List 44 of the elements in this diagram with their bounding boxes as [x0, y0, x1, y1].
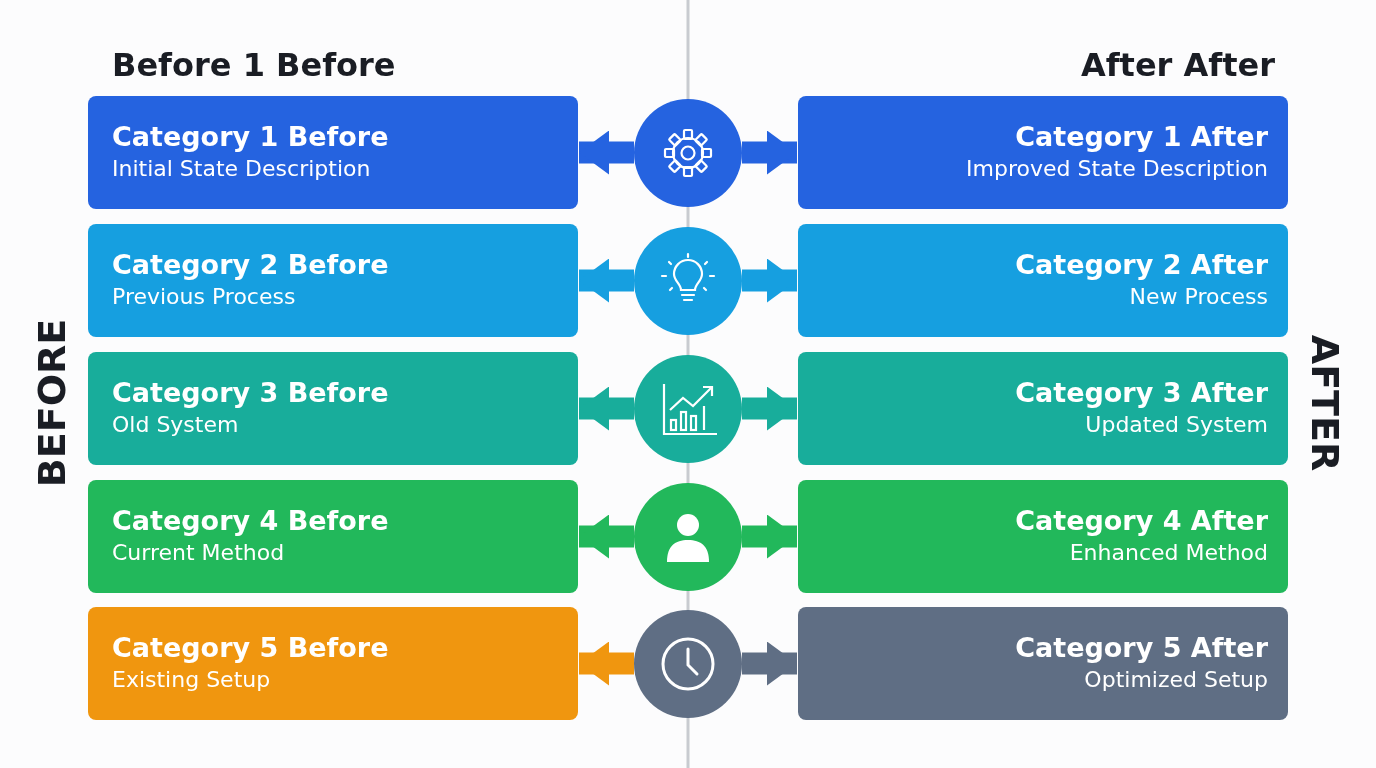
category-card	[88, 224, 578, 337]
card-description: Existing Setup	[112, 665, 272, 694]
card-title: Category 5 Before	[112, 631, 390, 665]
category-card	[88, 352, 578, 465]
card-title: Category 2 Before	[112, 248, 390, 282]
category-card	[798, 224, 1288, 337]
side-label: AFTER	[1302, 334, 1347, 472]
card-description: Current Method	[112, 538, 286, 567]
card-title: Category 4 Before	[112, 504, 390, 538]
arrow	[742, 386, 797, 431]
category-card	[798, 352, 1288, 465]
card-title: Category 1 After	[1015, 120, 1268, 154]
arrow	[579, 130, 634, 175]
card-description: Initial State Description	[112, 154, 372, 183]
arrow	[579, 514, 634, 559]
card-description: New Process	[1129, 282, 1268, 311]
category-card	[798, 607, 1288, 720]
arrow	[579, 641, 634, 686]
arrow	[742, 514, 797, 559]
arrow	[742, 130, 797, 175]
side-label: BEFORE	[30, 318, 75, 488]
card-title: Category 4 After	[1015, 504, 1268, 538]
column-heading: Before 1 Before	[112, 46, 396, 84]
card-title: Category 3 After	[1015, 376, 1268, 410]
card-description: Old System	[112, 410, 240, 439]
card-description: Enhanced Method	[1069, 538, 1268, 567]
category-card	[798, 96, 1288, 209]
card-title: Category 5 After	[1015, 631, 1268, 665]
card-description: Updated System	[1085, 410, 1268, 439]
column-heading: After After	[1080, 46, 1275, 84]
card-description: Previous Process	[112, 282, 297, 311]
category-card	[88, 607, 578, 720]
arrow	[742, 258, 797, 303]
category-card	[88, 96, 578, 209]
card-title: Category 2 After	[1015, 248, 1268, 282]
arrow	[579, 258, 634, 303]
card-description: Optimized Setup	[1084, 665, 1268, 694]
arrow	[742, 641, 797, 686]
arrow	[579, 386, 634, 431]
category-card	[798, 480, 1288, 593]
card-description: Improved State Description	[966, 154, 1268, 183]
category-card	[88, 480, 578, 593]
card-title: Category 3 Before	[112, 376, 390, 410]
card-title: Category 1 Before	[112, 120, 390, 154]
